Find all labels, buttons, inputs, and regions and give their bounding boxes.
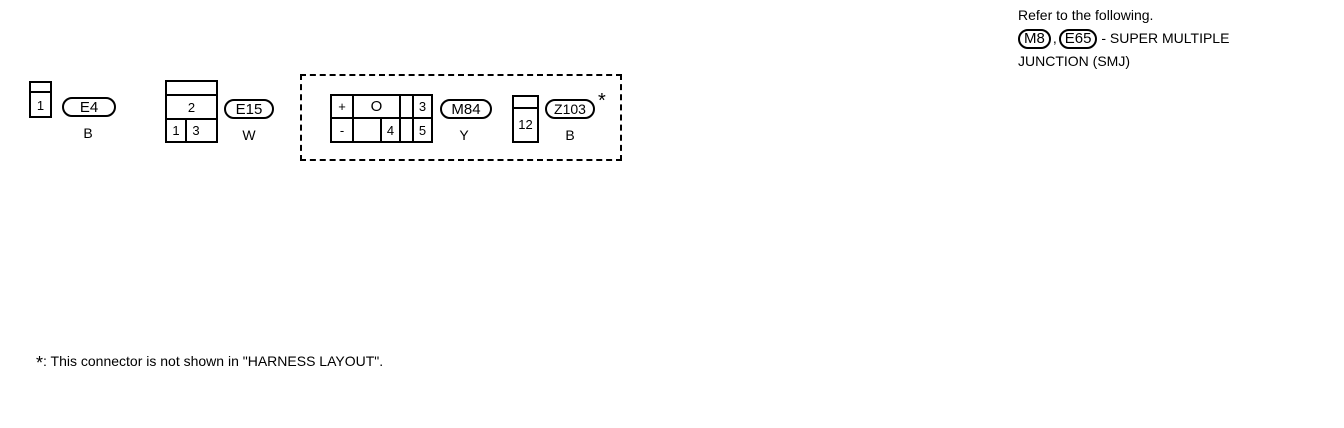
pin-cell: 12 xyxy=(518,116,533,132)
pin-cell: 1 xyxy=(36,97,45,113)
reference-heading: Refer to the following. xyxy=(1018,7,1154,23)
wire-color: Y xyxy=(459,127,469,143)
wire-color: B xyxy=(83,125,93,141)
pin-cell: 2 xyxy=(187,99,196,115)
not-in-layout-marker: * xyxy=(598,90,606,112)
wire-color: W xyxy=(242,127,256,143)
pin-cell: 5 xyxy=(418,122,427,138)
pin-cell: + xyxy=(338,99,346,114)
connector-id-Z103: Z103 xyxy=(545,99,595,119)
reference-separator: , xyxy=(1052,30,1057,46)
reference-connectors-line: M8,E65 - SUPER MULTIPLE xyxy=(1018,29,1229,49)
pin-cell: 1 xyxy=(172,123,180,138)
connector-label-E65: E65 xyxy=(1058,29,1098,49)
connector-label-M8: M8 xyxy=(1018,29,1051,49)
reference-description: - SUPER MULTIPLE xyxy=(1101,30,1230,46)
footnote-marker: * xyxy=(36,353,44,373)
connector-id-E4: E4 xyxy=(62,97,116,117)
reference-description-continued: JUNCTION (SMJ) xyxy=(1018,53,1130,69)
footnote: *: This connector is not shown in "HARNE… xyxy=(36,354,383,372)
connector-id-M84: M84 xyxy=(440,99,492,119)
pin-cell: O xyxy=(370,98,383,115)
pin-cell: 4 xyxy=(386,122,395,138)
connector-E4-housing: 1 xyxy=(29,81,52,118)
connector-id-E15: E15 xyxy=(224,99,274,119)
connector-group-frame xyxy=(300,74,622,161)
pin-cell: 3 xyxy=(192,123,200,138)
connector-E15-housing: 2 1 3 xyxy=(165,80,218,143)
wire-color: B xyxy=(565,127,575,143)
footnote-text: : This connector is not shown in "HARNES… xyxy=(43,353,384,369)
pin-cell: 3 xyxy=(418,99,427,114)
pin-cell: - xyxy=(339,122,345,138)
connector-M84-housing: + O 3 - 4 5 xyxy=(330,94,433,143)
connector-Z103-housing: 12 xyxy=(512,95,539,143)
